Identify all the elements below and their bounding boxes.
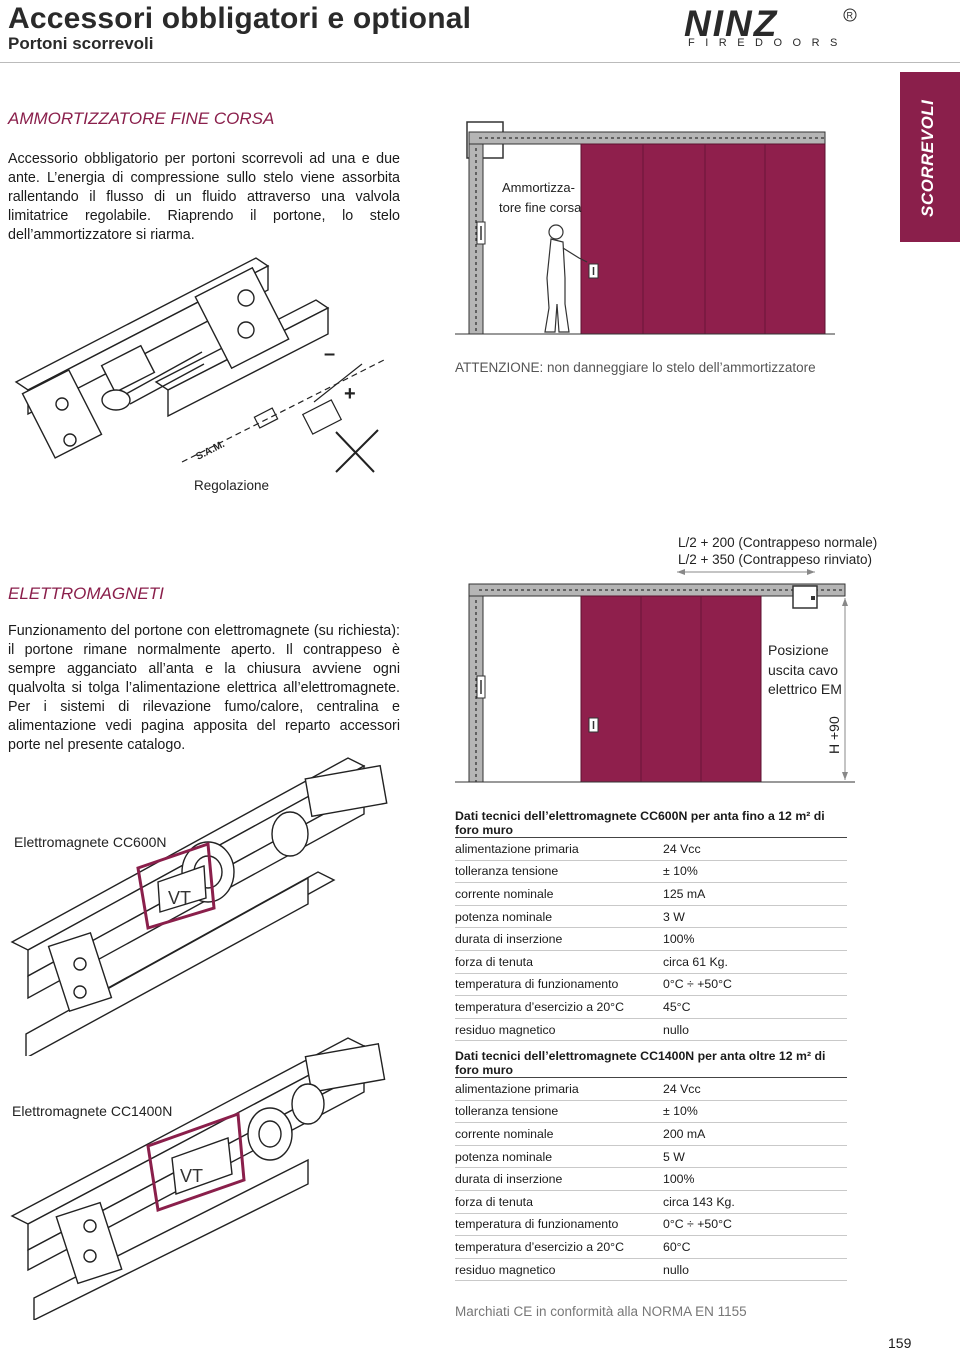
- page-subtitle: Portoni scorrevoli: [8, 34, 154, 53]
- spec-key: alimentazione primaria: [455, 1077, 663, 1101]
- logo-subtext: FIREDOORS: [688, 37, 848, 49]
- product-name-cc600n: Elettromagnete CC600N: [14, 834, 167, 850]
- spec-key: residuo magnetico: [455, 1258, 663, 1282]
- height-label: H +90: [826, 716, 842, 754]
- ce-conformity-note: Marchiati CE in conformità alla NORMA EN…: [455, 1304, 747, 1319]
- spec-value: circa 143 Kg.: [663, 1190, 847, 1214]
- spec-key: forza di tenuta: [455, 950, 663, 974]
- warning-label: ATTENZIONE:: [455, 360, 544, 375]
- spec-value: 45°C: [663, 995, 847, 1019]
- adjust-caption: Regolazione: [194, 478, 270, 493]
- spec-key: durata di inserzione: [455, 1167, 663, 1191]
- page-number: 159: [888, 1335, 912, 1351]
- device-label-cc1400n: VT: [180, 1166, 203, 1186]
- spec-key: tolleranza tensione: [455, 1100, 663, 1124]
- spec-key: temperatura di funzionamento: [455, 1213, 663, 1237]
- spec-key: temperatura d’esercizio a 20°C: [455, 1235, 663, 1259]
- spec-table-title: Dati tecnici dell’elettromagnete CC1400N…: [455, 1049, 847, 1078]
- spec-key: tolleranza tensione: [455, 860, 663, 884]
- spec-value: nullo: [663, 1018, 847, 1042]
- spec-value: ± 10%: [663, 1100, 847, 1124]
- section-body-ammortizzatore: Accessorio obbligatorio per portoni scor…: [8, 151, 400, 243]
- warning-note: ATTENZIONE: non danneggiare lo stelo del…: [455, 360, 816, 375]
- spec-key: residuo magnetico: [455, 1018, 663, 1042]
- dim-label-line2: L/2 + 350 (Contrappeso rinviato): [678, 552, 872, 567]
- spec-value: 24 Vcc: [663, 837, 847, 861]
- product-name-cc1400n: Elettromagnete CC1400N: [12, 1103, 173, 1119]
- spec-value: 24 Vcc: [663, 1077, 847, 1101]
- device-label-cc600n: VT: [168, 888, 191, 908]
- spec-key: potenza nominale: [455, 905, 663, 929]
- cable-position-line1: Posizione: [768, 642, 829, 658]
- spec-table-cc1400n: Dati tecnici dell’elettromagnete CC1400N…: [455, 1049, 847, 1282]
- spec-value: 5 W: [663, 1145, 847, 1169]
- section-body-elettromagneti: Funzionamento del portone con elettromag…: [8, 623, 400, 753]
- spec-table-cc600n: Dati tecnici dell’elettromagnete CC600N …: [455, 809, 847, 1042]
- spec-key: potenza nominale: [455, 1145, 663, 1169]
- spec-value: nullo: [663, 1258, 847, 1282]
- ammortizzatore-label-line1: Ammortizza-: [502, 180, 575, 195]
- sam-label: S.A.M.: [194, 439, 226, 463]
- door-diagram-ammortizzatore: Ammortizza- tore fine corsa: [455, 121, 835, 335]
- spec-key: forza di tenuta: [455, 1190, 663, 1214]
- adjust-plus-sign: +: [344, 383, 356, 405]
- section-side-tab: SCORREVOLI: [900, 72, 960, 242]
- spec-key: temperatura di funzionamento: [455, 973, 663, 997]
- spec-key: corrente nominale: [455, 1122, 663, 1146]
- cable-position-line3: elettrico EM: [768, 681, 842, 697]
- cable-position-line2: uscita cavo: [768, 661, 839, 678]
- spec-value: 100%: [663, 927, 847, 951]
- spec-value: 125 mA: [663, 882, 847, 906]
- spec-key: durata di inserzione: [455, 927, 663, 951]
- door-diagram-elettromagneti: [455, 569, 855, 783]
- ammortizzatore-label-line2: tore fine corsa: [499, 200, 582, 215]
- section-heading-ammortizzatore: AMMORTIZZATORE FINE CORSA: [8, 109, 275, 128]
- section-heading-elettromagneti: ELETTROMAGNETI: [8, 584, 164, 603]
- adjust-minus-sign: –: [324, 343, 335, 365]
- spec-value: 0°C ÷ +50°C: [663, 973, 847, 997]
- logo-wordmark: NINZ: [684, 6, 778, 40]
- page-title: Accessori obbligatori e optional: [8, 2, 472, 35]
- spec-value: ± 10%: [663, 860, 847, 884]
- spec-value: 100%: [663, 1167, 847, 1191]
- spec-value: 200 mA: [663, 1122, 847, 1146]
- electromagnet-cc600n-drawing: VT: [10, 757, 388, 1056]
- spec-value: 60°C: [663, 1235, 847, 1259]
- spec-value: 3 W: [663, 905, 847, 929]
- shock-absorber-drawing: – + S.A.M.: [14, 257, 385, 473]
- table-row: tolleranza tensione± 10%: [455, 860, 847, 884]
- svg-text:R: R: [847, 11, 854, 21]
- spec-table-title: Dati tecnici dell’elettromagnete CC600N …: [455, 809, 847, 838]
- spec-key: temperatura d’esercizio a 20°C: [455, 995, 663, 1019]
- cable-position-label: Posizione uscita cavo elettrico EM: [768, 641, 842, 700]
- spec-key: alimentazione primaria: [455, 837, 663, 861]
- spec-value: 0°C ÷ +50°C: [663, 1213, 847, 1237]
- warning-text: non danneggiare lo stelo dell’ammortizza…: [547, 360, 816, 375]
- brand-logo: NINZ R: [684, 6, 857, 40]
- dim-label-line1: L/2 + 200 (Contrappeso normale): [678, 535, 878, 550]
- electromagnet-cc1400n-drawing: VT: [10, 1037, 386, 1320]
- side-tab-label: SCORREVOLI: [918, 99, 937, 217]
- spec-key: corrente nominale: [455, 882, 663, 906]
- header-divider: [0, 62, 960, 63]
- table-row: tolleranza tensione± 10%: [455, 1100, 847, 1124]
- spec-value: circa 61 Kg.: [663, 950, 847, 974]
